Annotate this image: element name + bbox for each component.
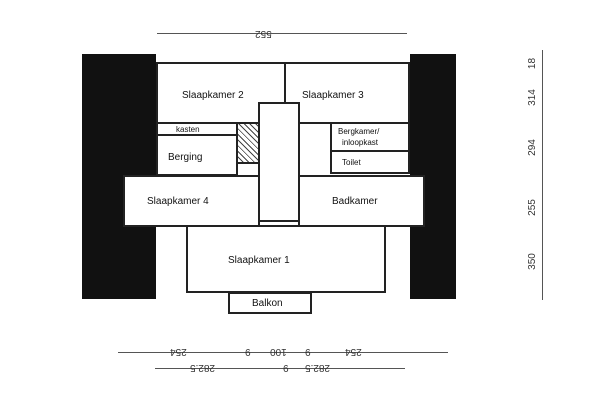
right-dimension-line	[542, 50, 543, 300]
right-dim: 18	[527, 57, 539, 70]
right-dim: 255	[526, 199, 538, 216]
top-dimension: 552	[255, 28, 272, 39]
room-badkamer: Badkamer	[298, 175, 425, 227]
room-balkon: Balkon	[228, 292, 312, 314]
right-dim: 350	[526, 253, 538, 270]
bottom-dimension-line-1	[118, 352, 448, 353]
bottom-dim: 9	[283, 362, 289, 373]
bottom-dim: 9	[245, 346, 251, 357]
room-toilet: Toilet	[330, 150, 410, 174]
hallway	[258, 102, 300, 222]
bottom-dim: 100	[270, 346, 287, 357]
room-slaapkamer-1: Slaapkamer 1	[186, 225, 386, 293]
stairs	[236, 122, 260, 164]
top-dimension-line	[157, 33, 407, 34]
bottom-dim: 254	[170, 346, 187, 357]
room-bergkamer: Bergkamer/inloopkast	[330, 122, 410, 152]
right-dim: 294	[526, 139, 538, 156]
room-slaapkamer-3: Slaapkamer 3	[284, 62, 410, 124]
room-berging: Berging	[156, 134, 238, 176]
bottom-dim: 9	[305, 346, 311, 357]
right-dim: 314	[526, 89, 538, 106]
room-slaapkamer-4: Slaapkamer 4	[123, 175, 260, 227]
bottom-dim: 282.5	[190, 362, 216, 373]
bottom-dimension-line-2	[155, 368, 405, 369]
bottom-dim: 254	[345, 346, 362, 357]
bottom-dim: 282.5	[305, 362, 331, 373]
